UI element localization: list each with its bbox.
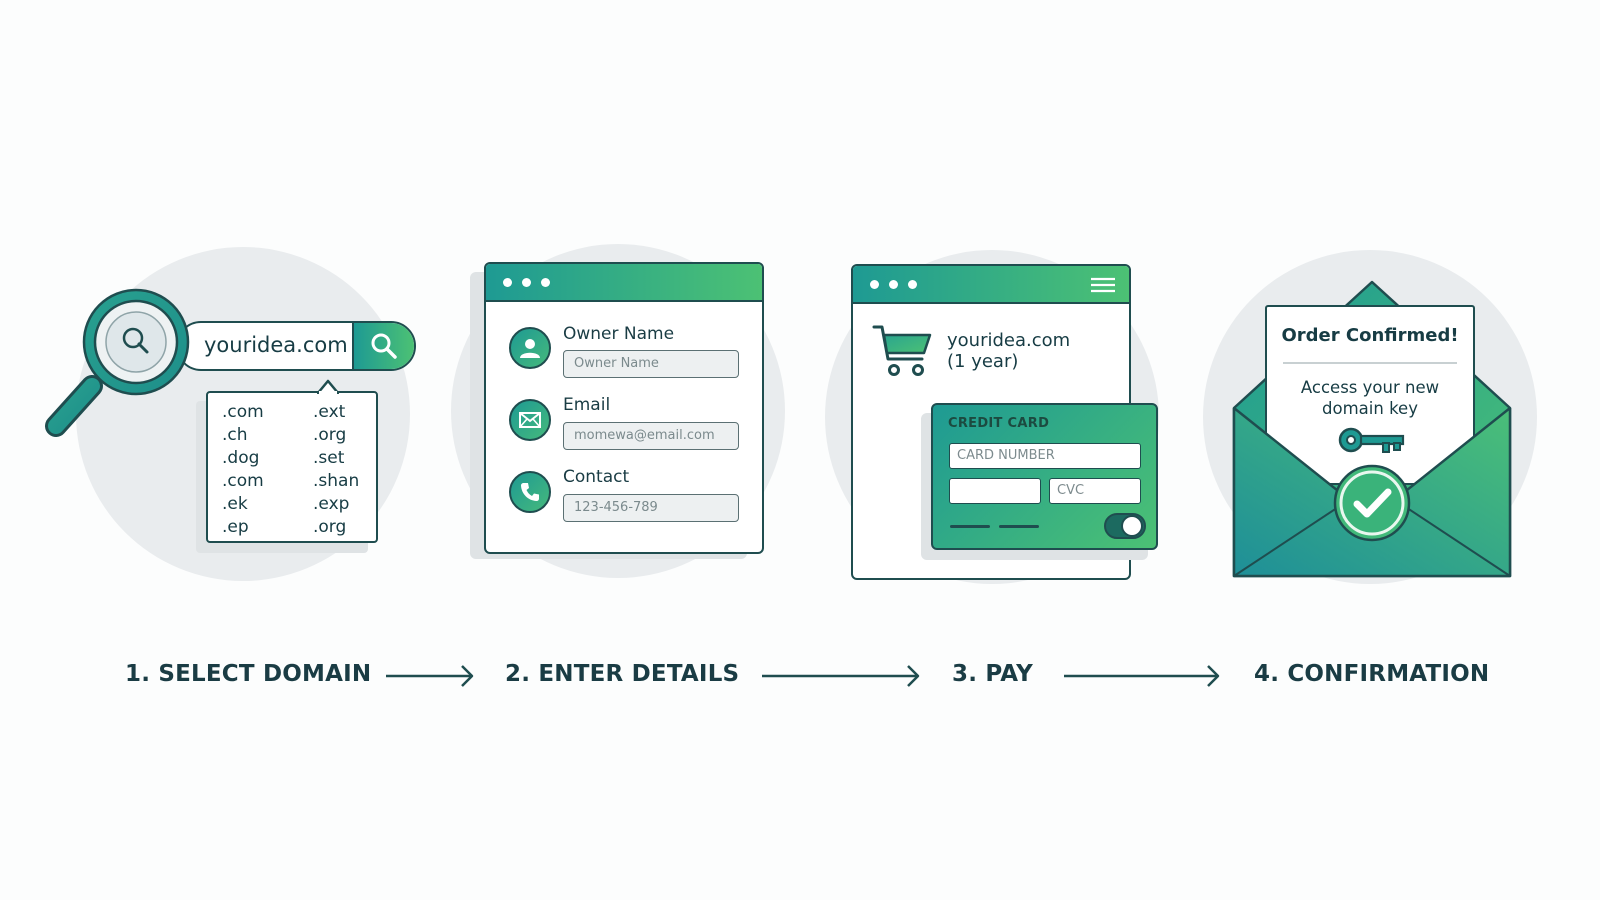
domain-search-input[interactable]: youridea.com: [204, 333, 348, 357]
confirmation-letter: Order Confirmed! Access your new domain …: [1265, 305, 1475, 485]
details-window-titlebar: [486, 264, 762, 302]
tld-option[interactable]: .org: [313, 425, 347, 445]
card-number-input[interactable]: CARD NUMBER: [949, 443, 1141, 469]
window-dot: [889, 280, 898, 289]
step-label-pay: 3. PAY: [952, 661, 1033, 687]
order-term: (1 year): [947, 351, 1019, 372]
tld-option[interactable]: .ek: [222, 494, 248, 514]
tld-option[interactable]: .ep: [222, 517, 249, 537]
checkmark-icon: [1333, 464, 1411, 542]
tld-option[interactable]: .org: [313, 517, 347, 537]
window-dot: [870, 280, 879, 289]
search-button[interactable]: [352, 323, 414, 369]
tld-option[interactable]: .com: [222, 402, 264, 422]
arrow-right-icon: [762, 665, 920, 687]
credit-card: CREDIT CARD CARD NUMBER CVC: [931, 403, 1158, 550]
contact-input[interactable]: 123-456-789: [563, 494, 739, 522]
confirmation-message-line: Access your new: [1300, 378, 1440, 397]
step-label-select-domain: 1. SELECT DOMAIN: [125, 661, 372, 687]
tld-option[interactable]: .ext: [313, 402, 346, 422]
confirmation-message-line: domain key: [1322, 399, 1418, 418]
confirmation-message: Access your new domain key: [1267, 377, 1473, 419]
dropdown-pointer: [317, 379, 339, 394]
window-dot: [541, 278, 550, 287]
window-dot: [522, 278, 531, 287]
email-input[interactable]: momewa@email.com: [563, 422, 739, 450]
tld-option[interactable]: .shan: [313, 471, 360, 491]
toggle-icon[interactable]: [1104, 513, 1146, 539]
order-confirmed-title: Order Confirmed!: [1281, 325, 1459, 346]
tld-list-left: .com .ch .dog .com .ek .ep: [222, 401, 264, 539]
tld-option[interactable]: .set: [313, 448, 345, 468]
order-summary: youridea.com (1 year): [947, 330, 1070, 372]
user-icon: [509, 327, 551, 369]
letter-divider: [1283, 362, 1457, 364]
arrow-right-icon: [386, 665, 474, 687]
mail-icon: [509, 399, 551, 441]
order-product: youridea.com: [947, 330, 1071, 351]
domain-search-bar[interactable]: youridea.com: [176, 321, 416, 371]
phone-icon: [509, 471, 551, 513]
tld-option[interactable]: .dog: [222, 448, 260, 468]
menu-icon[interactable]: [1091, 277, 1115, 293]
arrow-right-icon: [1064, 665, 1220, 687]
tld-option[interactable]: .com: [222, 471, 264, 491]
card-detail-line: [950, 525, 990, 528]
owner-name-label: Owner Name: [563, 324, 675, 344]
key-icon: [1338, 427, 1405, 453]
credit-card-title: CREDIT CARD: [948, 416, 1050, 431]
magnifier-icon: [45, 288, 190, 437]
checkout-window-titlebar: [853, 266, 1129, 304]
email-label: Email: [563, 395, 611, 415]
step-label-confirmation: 4. CONFIRMATION: [1254, 661, 1490, 687]
tld-list-right: .ext .org .set .shan .exp .org: [313, 401, 359, 539]
tld-option[interactable]: .exp: [313, 494, 350, 514]
window-dot: [908, 280, 917, 289]
step-label-enter-details: 2. ENTER DETAILS: [505, 661, 740, 687]
tld-dropdown[interactable]: .com .ch .dog .com .ek .ep .ext .org .se…: [206, 391, 378, 543]
tld-option[interactable]: .ch: [222, 425, 248, 445]
contact-label: Contact: [563, 467, 630, 487]
cvc-input[interactable]: CVC: [1049, 478, 1141, 504]
search-icon: [371, 333, 397, 359]
cart-icon: [872, 325, 932, 376]
card-detail-line: [999, 525, 1039, 528]
window-dot: [503, 278, 512, 287]
owner-name-input[interactable]: Owner Name: [563, 350, 739, 378]
card-expiry-input[interactable]: [949, 478, 1041, 504]
